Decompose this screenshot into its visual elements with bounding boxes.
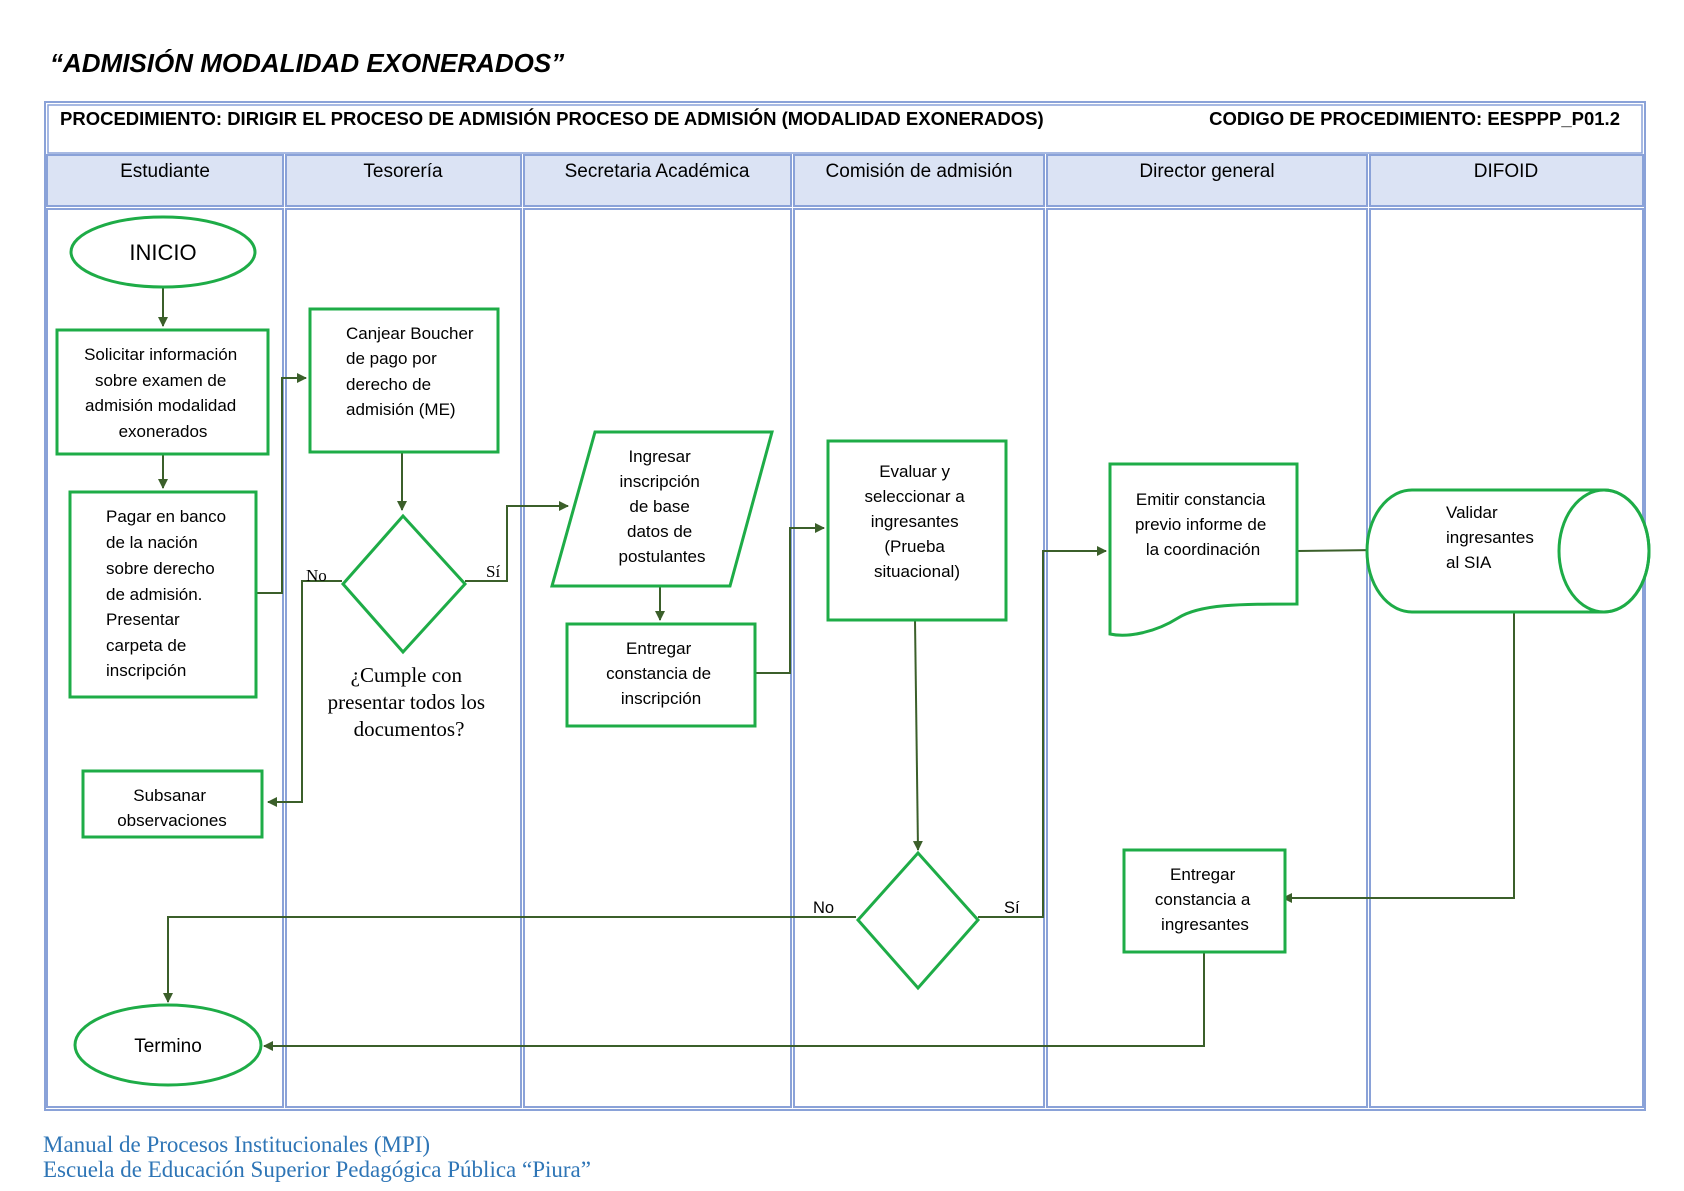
document-emitir-constancia — [1108, 462, 1299, 637]
entregar-ingresantes-text: Entregar constancia a ingresantes — [1155, 865, 1255, 934]
database-validar-sia — [1365, 488, 1651, 614]
edge-validar-entregar — [1282, 610, 1515, 903]
process-entregar-constancia-ingresantes — [1122, 848, 1287, 954]
lane-body-tesoreria — [285, 208, 522, 1108]
canjear-text: Canjear Boucher de pago por derecho de a… — [346, 324, 478, 419]
edge-pagar-canjear — [256, 373, 307, 594]
decision-cumple-documentos — [340, 513, 468, 655]
decision1-no-label: No — [306, 566, 327, 585]
process-solicitar-informacion — [55, 328, 270, 456]
validar-text: Validar ingresantes al SIA — [1446, 503, 1539, 572]
emitir-text: Emitir constancia previo informe de la c… — [1135, 490, 1271, 559]
lane-header-difoid — [1369, 154, 1644, 207]
edge-emitir-validar — [1296, 545, 1379, 556]
lane-label-estudiante: Estudiante — [120, 161, 210, 182]
page-title: “ADMISIÓN MODALIDAD EXONERADOS” — [50, 48, 564, 78]
lane-label-director: Director general — [1139, 161, 1274, 182]
lane-header-director — [1046, 154, 1368, 207]
lane-label-difoid: DIFOID — [1474, 161, 1538, 182]
edge-decision2-no — [163, 916, 856, 1003]
process-canjear-boucher — [308, 307, 500, 454]
ingresar-text: Ingresar inscripción de base datos de po… — [619, 447, 706, 566]
solicitar-text: Solicitar información sobre examen de ad… — [84, 345, 242, 441]
connectors — [158, 288, 1515, 1051]
end-label: Termino — [134, 1036, 202, 1057]
lane-label-tesoreria: Tesorería — [363, 161, 443, 182]
decision2-si-label: Sí — [1004, 899, 1020, 917]
process-evaluar-seleccionar — [826, 439, 1008, 622]
subsanar-text: Subsanar observaciones — [117, 786, 227, 830]
lane-header-secretaria — [523, 154, 792, 207]
edge-entregar-evaluar — [755, 523, 825, 674]
lane-header-estudiante — [46, 154, 284, 207]
process-subsanar — [81, 769, 264, 839]
decision2-no-label: No — [813, 899, 834, 917]
process-pagar-banco — [68, 490, 258, 699]
start-terminal — [69, 215, 257, 289]
footer-institution: Escuela de Educación Superior Pedagógica… — [43, 1157, 591, 1182]
edge-evaluar-decision2 — [912, 619, 923, 851]
decision1-si-label: Sí — [486, 562, 500, 581]
database-cap — [1557, 488, 1651, 614]
lane-header-comision — [793, 154, 1045, 207]
lane-label-comision: Comisión de admisión — [826, 161, 1013, 182]
lane-body-difoid — [1369, 208, 1644, 1108]
lane-body-estudiante — [46, 208, 284, 1108]
lane-body-director — [1046, 208, 1368, 1108]
evaluar-text: Evaluar y seleccionar a ingresantes (Pru… — [865, 462, 970, 581]
end-terminal — [73, 1003, 263, 1087]
footer-manual: Manual de Procesos Institucionales (MPI) — [43, 1132, 430, 1157]
lane-label-secretaria: Secretaria Académica — [565, 161, 750, 182]
lane-header-tesoreria — [285, 154, 522, 207]
decision1-question: ¿Cumple con presentar todos los document… — [328, 663, 491, 741]
procedure-code: CODIGO DE PROCEDIMIENTO: EESPPP_P01.2 — [1209, 108, 1620, 129]
procedure-title: PROCEDIMIENTO: DIRIGIR EL PROCESO DE ADM… — [60, 108, 1044, 129]
data-ingresar-inscripcion — [550, 430, 774, 588]
lane-headers — [46, 154, 1644, 207]
pagar-text: Pagar en banco de la nación sobre derech… — [106, 507, 231, 680]
edge-decision2-si — [978, 546, 1107, 918]
decision-seleccionado — [855, 850, 981, 991]
entregar-constancia-text: Entregar constancia de inscripción — [606, 639, 716, 708]
edge-decision1-no — [267, 580, 342, 807]
edge-entregar-termino — [263, 952, 1205, 1051]
edge-decision1-si — [465, 501, 569, 582]
process-entregar-constancia-inscripcion — [565, 622, 757, 728]
start-label: INICIO — [129, 240, 196, 265]
procedure-header — [47, 104, 1643, 154]
